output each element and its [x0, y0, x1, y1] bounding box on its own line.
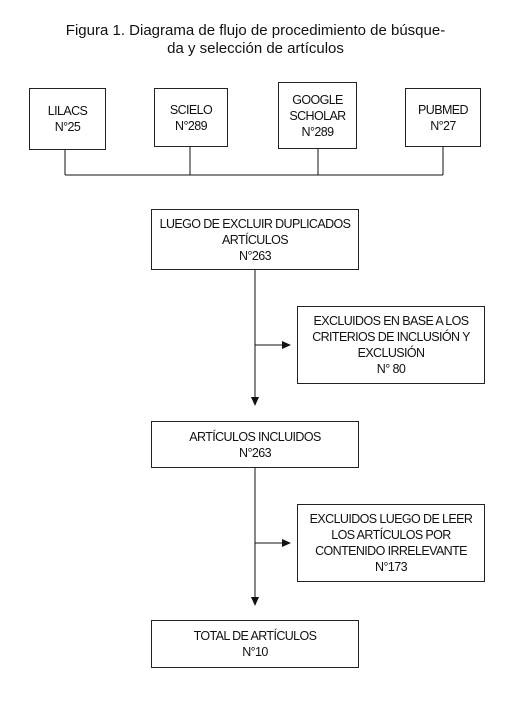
source-count: N°289: [175, 118, 207, 133]
source-name: PUBMED: [418, 102, 468, 117]
box-count: N° 80: [376, 362, 406, 376]
box-line: ARTÍCULOS INCLUIDOS: [189, 429, 321, 444]
box-line: CRITERIOS DE INCLUSIÓN Y: [312, 330, 470, 344]
figure-title-line-2: da y selección de artículos: [167, 40, 344, 57]
source-count: N°27: [430, 118, 456, 133]
box-count: N°263: [239, 445, 271, 460]
source-box-pubmed: PUBMED N°27: [405, 88, 481, 147]
source-name-2: SCHOLAR: [289, 108, 346, 123]
box-total: TOTAL DE ARTÍCULOS N°10: [151, 620, 359, 668]
box-excluded-criteria: EXCLUIDOS EN BASE A LOS CRITERIOS DE INC…: [297, 306, 485, 384]
box-line: EXCLUSIÓN: [357, 346, 425, 360]
box-count: N°263: [239, 248, 271, 263]
box-line: LOS ARTÍCULOS POR: [331, 528, 451, 542]
source-count: N°289: [301, 124, 334, 139]
box-line: EXCLUIDOS EN BASE A LOS: [313, 314, 469, 328]
box-line: CONTENIDO IRRELEVANTE: [315, 544, 467, 558]
box-line: ARTÍCULOS: [222, 232, 289, 247]
figure-title: Figura 1. Diagrama de flujo de procedimi…: [0, 22, 511, 58]
box-line: EXCLUIDOS LUEGO DE LEER: [309, 512, 473, 526]
source-name: GOOGLE: [292, 92, 343, 107]
source-box-scielo: SCIELO N°289: [154, 88, 228, 147]
box-line: TOTAL DE ARTÍCULOS: [193, 629, 317, 643]
source-box-lilacs: LILACS N°25: [29, 88, 106, 150]
source-box-google-scholar: GOOGLE SCHOLAR N°289: [278, 82, 357, 149]
box-count: N°173: [375, 560, 407, 574]
box-line: LUEGO DE EXCLUIR DUPLICADOS: [159, 216, 351, 231]
source-count: N°25: [54, 120, 81, 134]
figure-title-line-1: Figura 1. Diagrama de flujo de procedimi…: [65, 22, 446, 39]
box-excluded-reading: EXCLUIDOS LUEGO DE LEER LOS ARTÍCULOS PO…: [297, 504, 485, 582]
box-after-dedup: LUEGO DE EXCLUIR DUPLICADOS ARTÍCULOS N°…: [151, 209, 359, 270]
source-name: LILACS: [47, 104, 88, 118]
box-count: N°10: [242, 645, 268, 659]
box-included: ARTÍCULOS INCLUIDOS N°263: [151, 421, 359, 468]
source-name: SCIELO: [169, 102, 213, 117]
